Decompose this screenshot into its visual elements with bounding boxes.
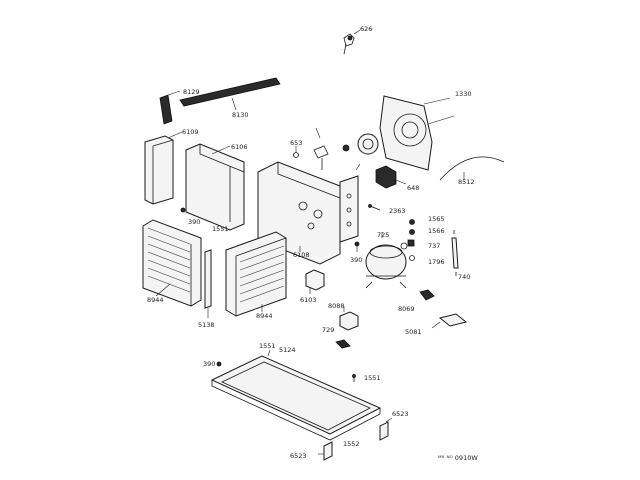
label-8129: 8129 [183, 88, 200, 96]
label-653: 653 [290, 139, 302, 147]
label-8944-left: 8944 [147, 296, 164, 304]
part-5138-strip [204, 249, 212, 318]
part-6109-panel [144, 131, 183, 205]
part-737 [407, 239, 415, 247]
label-6103: 6103 [300, 296, 317, 304]
part-390-screw-c [216, 361, 222, 367]
part-control-plate [339, 163, 361, 243]
part-390-screw-b [354, 241, 360, 252]
part-648-capacitor [375, 165, 407, 189]
part-740-drier [451, 230, 459, 276]
part-8944-coil-right [225, 231, 287, 317]
part-1796 [409, 255, 415, 261]
label-1330: 1330 [455, 90, 472, 98]
label-5124: 5124 [279, 346, 296, 354]
label-740: 740 [458, 273, 470, 281]
part-8944-coil-left [142, 219, 202, 307]
label-5081: 5081 [405, 328, 422, 336]
label-5138: 5138 [198, 321, 215, 329]
label-6109: 6109 [182, 128, 199, 136]
part-1566 [409, 229, 415, 235]
part-8130-foam-strip [179, 77, 281, 111]
label-1551-c: 1551 [364, 374, 381, 382]
label-390-b: 390 [350, 256, 362, 264]
part-6103-bracket [305, 269, 325, 294]
part-725-compressor [365, 232, 408, 289]
label-1796: 1796 [428, 258, 445, 266]
part-fan-motor [342, 133, 379, 155]
part-626-valve [343, 29, 361, 55]
part-8129-foam-block [159, 90, 181, 125]
label-1552: 1552 [343, 440, 360, 448]
label-390-a: 390 [188, 218, 200, 226]
part-5081-cover [431, 313, 468, 329]
label-1566: 1566 [428, 227, 445, 235]
label-390-c: 390 [203, 360, 215, 368]
label-6106: 6106 [231, 143, 248, 151]
part-8088-relay [339, 306, 359, 331]
label-729: 729 [322, 326, 334, 334]
label-8512: 8512 [458, 178, 475, 186]
label-6523-right: 6523 [392, 410, 409, 418]
label-8088: 8088 [328, 302, 345, 310]
footer-model-code: ᴹᴿ ᴺᴼ 0910W [438, 454, 478, 462]
part-6523-bracket-right [379, 417, 393, 441]
part-switch [313, 127, 329, 170]
label-6108: 6108 [293, 251, 310, 259]
part-8512-tube [439, 156, 505, 181]
label-8944-right: 8944 [256, 312, 273, 320]
label-8069: 8069 [398, 305, 415, 313]
part-1565 [409, 219, 415, 225]
label-737: 737 [428, 242, 440, 250]
part-5124-base-pan [210, 349, 382, 441]
label-1551-a: 1551 [212, 225, 229, 233]
label-725: 725 [377, 231, 389, 239]
part-2363-screw [368, 204, 381, 211]
part-653-screw [293, 146, 299, 158]
label-1551-b: 1551 [259, 342, 276, 350]
label-6523-left: 6523 [290, 452, 307, 460]
part-390-screw-a [180, 207, 186, 213]
label-648: 648 [407, 184, 419, 192]
label-626: 626 [360, 25, 372, 33]
label-8130: 8130 [232, 111, 249, 119]
label-1565: 1565 [428, 215, 445, 223]
part-729 [335, 339, 351, 349]
part-6523-bracket-left [318, 441, 333, 461]
part-1330-shroud [379, 95, 455, 171]
part-6106-bracket-panel [185, 143, 245, 231]
part-1551-screw [352, 374, 356, 382]
label-2363: 2363 [389, 207, 406, 215]
part-8069 [419, 289, 435, 301]
